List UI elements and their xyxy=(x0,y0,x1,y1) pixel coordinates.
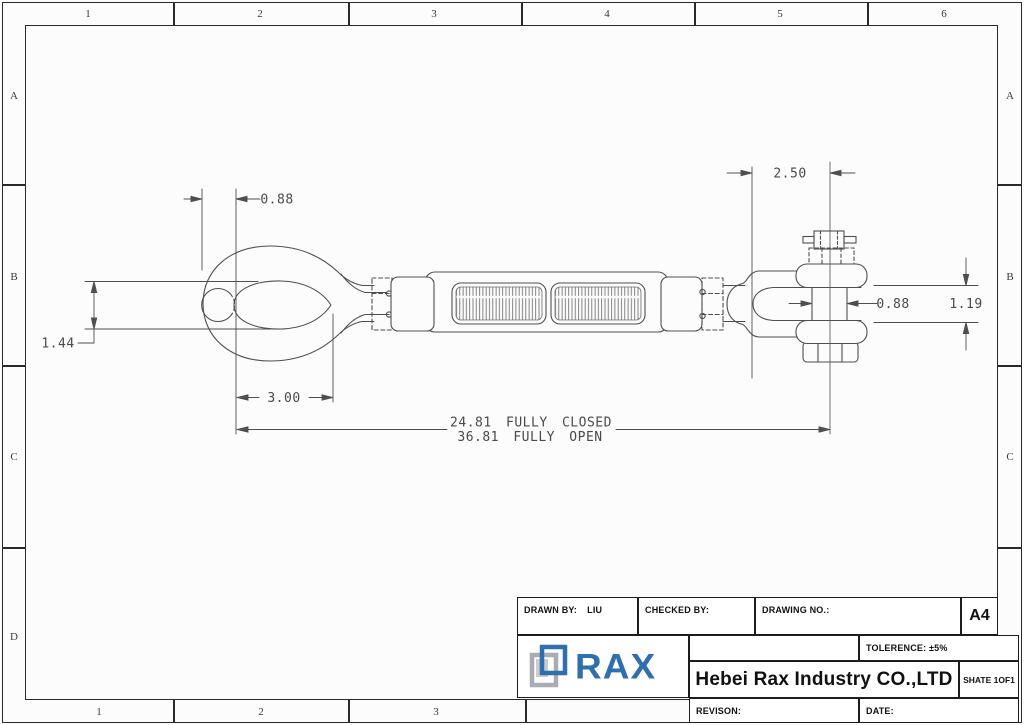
company-name: Hebei Rax Industry CO.,LTD xyxy=(695,668,953,690)
tolerance-value: ±5% xyxy=(929,643,948,653)
dim-jaw-span: 2.50 xyxy=(726,167,856,182)
svg-text:1.19: 1.19 xyxy=(949,297,982,312)
titleblock-drawn-by: DRAWN BY: LIU xyxy=(517,597,638,635)
zone-label-right-b: B xyxy=(1006,271,1014,283)
drawn-by-label: DRAWN BY: xyxy=(524,605,578,615)
titleblock-revision: REVISON: xyxy=(689,698,859,723)
titleblock-sheet: SHATE 1OF1 xyxy=(959,661,1019,698)
rax-logo-text: RAX xyxy=(575,646,657,687)
drawing-no-label: DRAWING NO.: xyxy=(762,605,830,615)
dim-jaw-height: 1.19 xyxy=(949,257,982,351)
titleblock-tolerance: TOLERENCE: ±5% xyxy=(859,635,1019,661)
zone-label-right-c: C xyxy=(1006,451,1014,463)
grid-divider xyxy=(867,2,869,25)
zone-label-top-3: 3 xyxy=(431,8,437,20)
right-nut xyxy=(699,277,746,331)
svg-text:36.81 FULLY OPEN: 36.81 FULLY OPEN xyxy=(457,430,602,445)
eye-inner-opening xyxy=(233,280,332,330)
svg-text:24.81 FULLY CLOSED: 24.81 FULLY CLOSED xyxy=(450,416,612,431)
zone-label-top-4: 4 xyxy=(604,8,610,20)
paper-size-label: A4 xyxy=(969,607,990,624)
cotter-pin-head xyxy=(813,230,845,250)
zone-label-right-a: A xyxy=(1006,90,1014,102)
jaw-top-nut xyxy=(808,247,855,265)
drawn-by-value: LIU xyxy=(587,605,603,615)
sheet-label: SHATE 1OF1 xyxy=(963,674,1015,685)
zone-label-bottom-1: 1 xyxy=(96,706,102,718)
jaw-bottom-nut xyxy=(802,341,859,363)
grid-divider xyxy=(998,547,1022,549)
dim-eye-width: 0.88 xyxy=(183,193,293,208)
eye-end xyxy=(201,245,388,362)
grid-divider xyxy=(348,2,350,25)
grid-divider xyxy=(2,365,25,367)
titleblock-blank-cell xyxy=(689,635,859,661)
jaw-end xyxy=(726,161,868,435)
zone-label-bottom-3: 3 xyxy=(433,706,439,718)
grid-divider xyxy=(2,184,25,186)
checked-by-label: CHECKED BY: xyxy=(645,605,710,615)
zone-label-top-5: 5 xyxy=(777,8,783,20)
grid-divider xyxy=(173,2,175,25)
left-nut xyxy=(371,277,393,331)
eye-bend-circle xyxy=(201,287,231,323)
titleblock-date: DATE: xyxy=(859,698,1019,723)
revision-label: REVISON: xyxy=(696,705,742,716)
zone-label-left-d: D xyxy=(10,631,18,643)
grid-divider xyxy=(2,547,25,549)
titleblock-company: Hebei Rax Industry CO.,LTD xyxy=(689,661,959,698)
jaw-lower-flange xyxy=(795,319,868,345)
grid-divider xyxy=(998,184,1022,186)
dim-eye-length: 3.00 xyxy=(236,391,334,406)
zone-label-left-a: A xyxy=(10,90,18,102)
titleblock-drawing-no: DRAWING NO.: xyxy=(755,597,961,635)
zone-label-top-1: 1 xyxy=(85,8,91,20)
grid-divider xyxy=(173,700,175,723)
grid-divider xyxy=(998,365,1022,367)
svg-text:0.88: 0.88 xyxy=(876,297,909,312)
dim-overall-length: 24.81 FULLY CLOSED 36.81 FULLY OPEN xyxy=(236,416,831,445)
zone-label-top-2: 2 xyxy=(257,8,263,20)
svg-text:3.00: 3.00 xyxy=(267,391,300,406)
cotter-pin-prong xyxy=(843,235,857,244)
svg-text:1.44: 1.44 xyxy=(41,337,74,352)
zone-label-left-c: C xyxy=(10,451,18,463)
grid-divider xyxy=(521,2,523,25)
svg-text:2.50: 2.50 xyxy=(773,167,806,182)
zone-label-bottom-2: 2 xyxy=(258,706,264,718)
dim-pin-width: 0.88 xyxy=(788,297,909,312)
zone-label-left-b: B xyxy=(10,271,18,283)
svg-text:0.88: 0.88 xyxy=(260,193,293,208)
cotter-pin-prong xyxy=(802,235,815,244)
date-label: DATE: xyxy=(866,705,894,716)
grid-divider xyxy=(694,2,696,25)
titleblock-logo-cell: RAX xyxy=(517,635,689,698)
tolerance-label: TOLERENCE: xyxy=(866,643,927,653)
rax-logo-icon xyxy=(529,644,568,687)
dimensions: 0.88 1.44 3.00 xyxy=(41,167,982,446)
titleblock-checked-by: CHECKED BY: xyxy=(638,597,755,635)
dim-eye-height: 1.44 xyxy=(41,281,98,352)
grid-divider xyxy=(348,700,350,723)
titleblock-paper-size: A4 xyxy=(961,597,998,635)
grid-divider xyxy=(525,700,527,723)
turnbuckle-body xyxy=(390,271,703,333)
jaw-upper-flange xyxy=(795,263,868,289)
zone-label-top-6: 6 xyxy=(941,8,947,20)
inner-border xyxy=(25,25,998,700)
